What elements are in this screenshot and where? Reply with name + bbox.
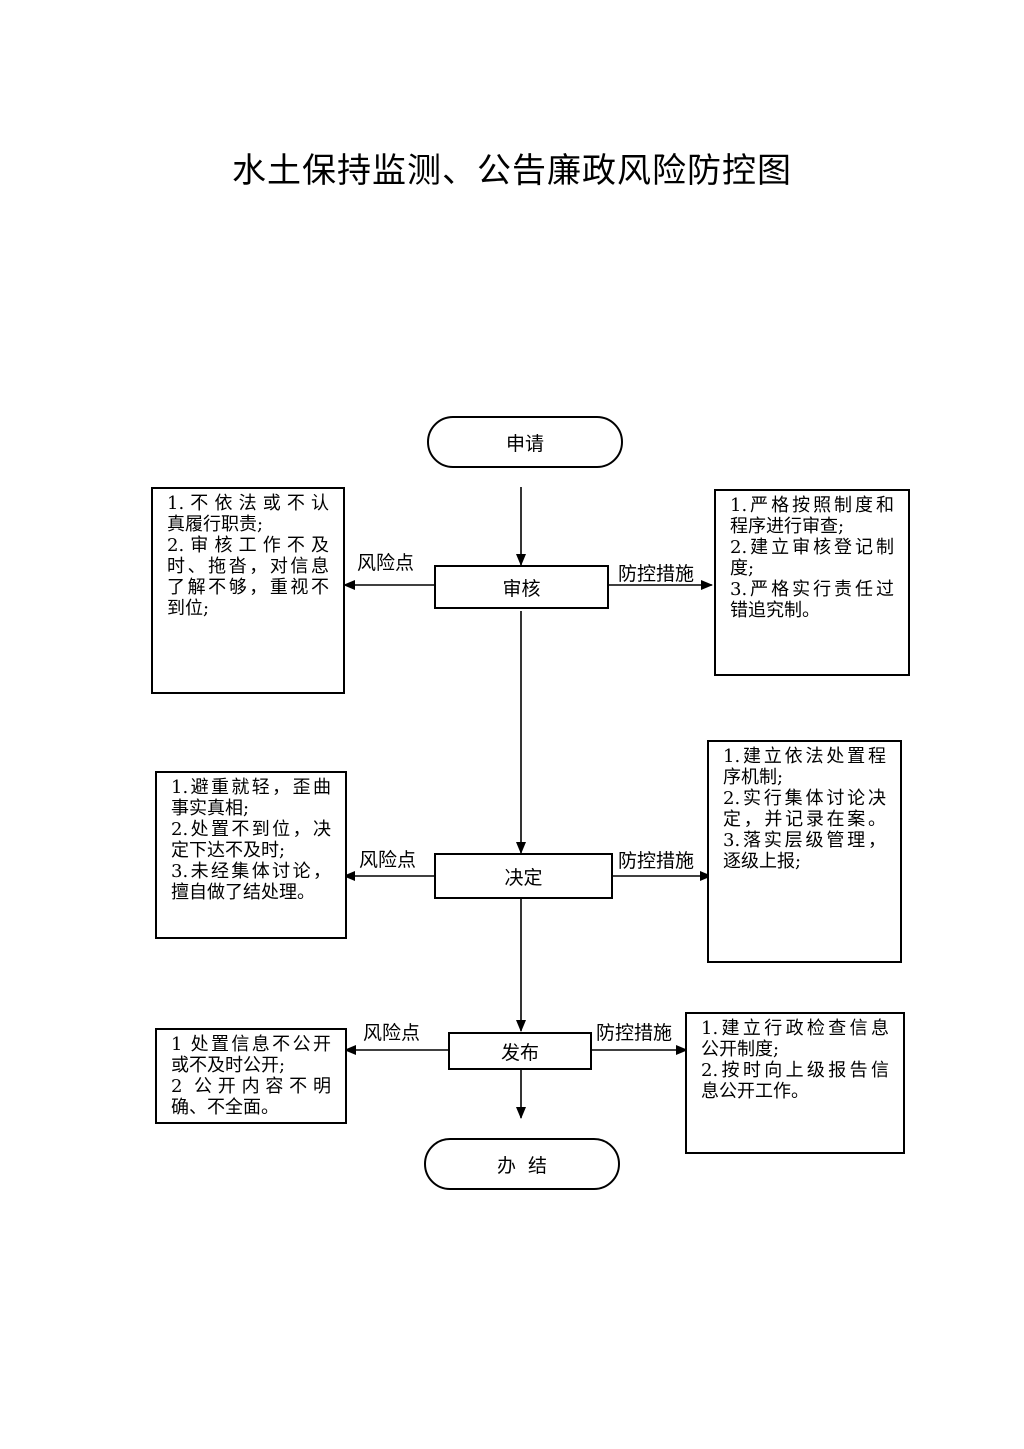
review-control-line: 2.建立审核登记制: [730, 537, 894, 558]
decide-control-line: 1.建立依法处置程: [723, 746, 886, 767]
decide-risk-line: 1.避重就轻，歪曲: [171, 777, 331, 798]
review-risk-line: 真履行职责;: [167, 514, 264, 535]
publish-risk-box: 1 处置信息不公开 或不及时公开; 2 公开内容不明 确、不全面。: [155, 1028, 347, 1124]
publish-risk-line: 1 处置信息不公开: [171, 1034, 331, 1055]
decide-node: 决定: [434, 853, 613, 899]
decide-risk-line: 3.未经集体讨论，: [171, 861, 331, 882]
publish-control-box: 1.建立行政检查信息 公开制度; 2.按时向上级报告信 息公开工作。: [685, 1012, 905, 1154]
decide-risk-line: 2.处置不到位，决: [171, 819, 331, 840]
end-node-label: 办 结: [496, 1154, 548, 1177]
publish-risk-line: 2 公开内容不明: [171, 1076, 331, 1097]
decide-risk-box: 1.避重就轻，歪曲 事实真相; 2.处置不到位，决 定下达不及时; 3.未经集体…: [155, 771, 347, 939]
review-node: 审核: [434, 565, 609, 609]
review-risk-line: 1.不依法或不认: [167, 493, 329, 514]
publish-risk-line: 确、不全面。: [171, 1097, 279, 1118]
start-node: 申请: [427, 416, 623, 468]
review-node-label: 审核: [502, 577, 541, 600]
decide-control-line: 3.落实层级管理，: [723, 830, 886, 851]
publish-control-line: 公开制度;: [701, 1039, 780, 1060]
publish-control-line: 息公开工作。: [701, 1081, 809, 1102]
decide-control-line: 序机制;: [723, 767, 784, 788]
review-control-line: 3.严格实行责任过: [730, 579, 894, 600]
decide-control-line: 定，并记录在案。: [723, 809, 886, 830]
review-risk-line: 到位;: [167, 598, 210, 619]
decide-risk-line: 定下达不及时;: [171, 840, 286, 861]
decide-control-box: 1.建立依法处置程 序机制; 2.实行集体讨论决 定，并记录在案。 3.落实层级…: [707, 740, 902, 963]
review-control-line: 程序进行审查;: [730, 516, 845, 537]
decide-risk-label: 风险点: [359, 849, 417, 871]
review-risk-box: 1.不依法或不认 真履行职责; 2.审核工作不及 时、拖沓，对信息 了解不够，重…: [151, 487, 345, 694]
decide-node-label: 决定: [504, 866, 543, 889]
review-control-label: 防控措施: [618, 563, 695, 585]
decide-risk-line: 事实真相;: [171, 798, 250, 819]
publish-node-label: 发布: [500, 1041, 539, 1064]
publish-node: 发布: [448, 1032, 592, 1070]
page-title: 水土保持监测、公告廉政风险防控图: [232, 151, 792, 191]
decide-control-line: 逐级上报;: [723, 851, 802, 872]
review-risk-line: 了解不够，重视不: [167, 577, 329, 598]
publish-control-line: 1.建立行政检查信息: [701, 1018, 889, 1039]
publish-control-line: 2.按时向上级报告信: [701, 1060, 889, 1081]
decide-control-line: 2.实行集体讨论决: [723, 788, 886, 809]
publish-control-label: 防控措施: [596, 1022, 673, 1044]
decide-control-label: 防控措施: [618, 850, 695, 872]
review-risk-label: 风险点: [357, 552, 415, 574]
publish-risk-label: 风险点: [363, 1022, 421, 1044]
review-control-line: 度;: [730, 558, 755, 579]
review-risk-line: 2.审核工作不及: [167, 535, 329, 556]
end-node: 办 结: [424, 1138, 620, 1190]
decide-risk-line: 擅自做了结处理。: [171, 882, 315, 903]
review-control-line: 1.严格按照制度和: [730, 495, 894, 516]
start-node-label: 申请: [505, 432, 544, 455]
publish-risk-line: 或不及时公开;: [171, 1055, 286, 1076]
review-control-box: 1.严格按照制度和 程序进行审查; 2.建立审核登记制 度; 3.严格实行责任过…: [714, 489, 910, 676]
review-risk-line: 时、拖沓，对信息: [167, 556, 329, 577]
review-control-line: 错追究制。: [730, 600, 820, 621]
